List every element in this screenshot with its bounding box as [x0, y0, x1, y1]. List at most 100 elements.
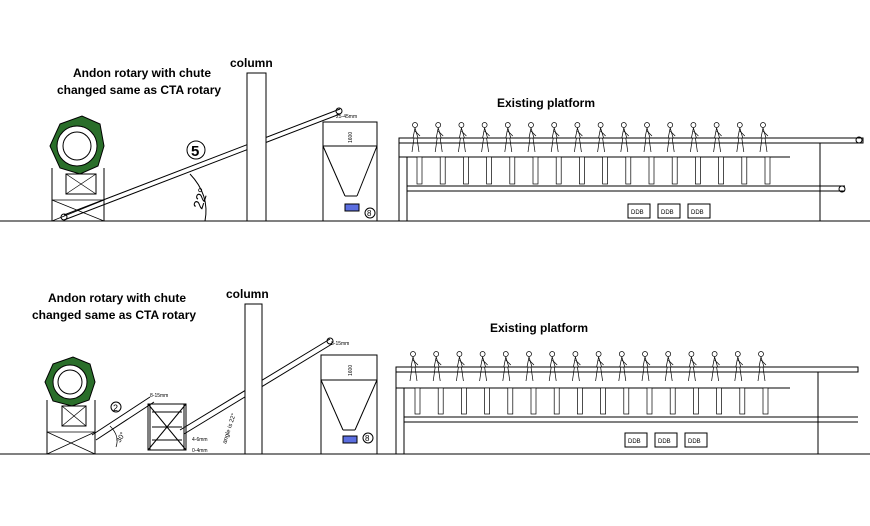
bottom-column-label: column	[226, 287, 269, 301]
worker-figure	[664, 351, 674, 382]
worker-figure	[597, 122, 606, 153]
bottom-angle-label: angle is 22°	[222, 412, 238, 444]
platform-post	[555, 156, 562, 185]
worker-figure	[734, 351, 744, 382]
bottom-conveyor-tag: 8-15mm	[331, 341, 349, 347]
platform-post	[716, 387, 722, 415]
platform-post	[764, 156, 771, 185]
platform-post	[625, 156, 632, 185]
bottom-rotary-label-2: changed same as CTA rotary	[32, 308, 196, 322]
platform-post	[579, 156, 585, 185]
platform-post	[623, 387, 630, 415]
platform-post	[693, 387, 699, 415]
platform-post	[739, 387, 746, 415]
platform-post	[600, 387, 606, 415]
top-angle-label: 22°	[190, 186, 212, 211]
top-angle-arc	[189, 173, 207, 222]
worker-figure	[481, 122, 490, 153]
worker-figure	[456, 351, 465, 382]
platform-post	[577, 387, 583, 415]
bottom-screen-frame: 8-15mm 4-6mm 0-4mm	[147, 393, 208, 454]
top-callout-number: 5	[191, 143, 199, 160]
bottom-conveyor-tag2: 8-15mm	[150, 393, 168, 399]
worker-figure	[504, 122, 514, 153]
worker-figure	[411, 122, 421, 153]
top-conveyor-tag: 25-45mm	[336, 114, 357, 120]
bottom-screen-dim2: 0-4mm	[192, 448, 208, 454]
platform-post	[646, 387, 653, 415]
bottom-platform-label: Existing platform	[490, 321, 588, 335]
worker-figure	[458, 122, 467, 153]
top-column-label: column	[230, 56, 273, 70]
platform-post	[416, 156, 423, 185]
worker-figure	[643, 122, 653, 153]
worker-figure	[713, 122, 722, 153]
bottom-rotary-drum	[44, 356, 96, 455]
worker-figure	[409, 351, 419, 382]
bottom-screen-dim1: 4-6mm	[192, 437, 208, 443]
bottom-column	[244, 303, 263, 455]
top-rotary-drum	[49, 115, 105, 222]
top-platform-label: Existing platform	[497, 96, 595, 110]
top-box-label: DDB	[691, 210, 704, 216]
top-callout-circle	[186, 140, 206, 160]
worker-figure	[757, 351, 767, 382]
bottom-box-label: DDB	[628, 439, 641, 445]
platform-post	[602, 156, 608, 185]
top-rotary-label-2: changed same as CTA rotary	[57, 83, 221, 97]
top-column	[246, 72, 267, 222]
worker-figure	[595, 351, 604, 382]
platform-post	[463, 156, 469, 185]
worker-figure	[759, 122, 769, 153]
platform-post	[509, 156, 516, 185]
platform-post	[671, 156, 678, 185]
worker-figure	[548, 351, 558, 382]
worker-figure	[688, 351, 697, 382]
platform-post	[762, 387, 769, 415]
platform-post	[718, 156, 724, 185]
top-elevation: Andon rotary with chute changed same as …	[0, 56, 870, 222]
worker-figure	[736, 122, 746, 153]
bottom-hopper-number: 8	[365, 434, 370, 443]
worker-figure	[711, 351, 720, 382]
top-box-label: DDB	[631, 210, 644, 216]
worker-figure	[574, 122, 583, 153]
worker-figure	[434, 122, 444, 153]
top-hopper-number: 8	[367, 209, 372, 218]
top-hopper: 1600 8	[322, 121, 378, 222]
top-conveyor: 25-45mm	[60, 107, 357, 221]
platform-post	[507, 387, 514, 415]
platform-post	[461, 387, 467, 415]
platform-post	[741, 156, 748, 185]
top-platform: DDB DDB DDB	[398, 122, 864, 221]
worker-figure	[690, 122, 699, 153]
worker-figure	[666, 122, 676, 153]
worker-figure	[550, 122, 560, 153]
platform-post	[530, 387, 537, 415]
platform-post	[437, 387, 444, 415]
platform-post	[439, 156, 446, 185]
platform-post	[414, 387, 421, 415]
top-hopper-dim: 1600	[348, 132, 354, 143]
top-rotary-label-1: Andon rotary with chute	[73, 66, 211, 80]
platform-post	[648, 156, 655, 185]
bottom-platform: DDB DDB DDB	[395, 351, 859, 454]
platform-post	[553, 387, 560, 415]
bottom-box-label: DDB	[688, 439, 701, 445]
top-box-label: DDB	[661, 210, 674, 216]
bottom-short-chute: 2 30°	[91, 396, 155, 448]
bottom-hopper: 1600 8	[320, 354, 378, 455]
worker-figure	[479, 351, 488, 382]
platform-post	[695, 156, 701, 185]
worker-figure	[620, 122, 630, 153]
worker-figure	[572, 351, 581, 382]
platform-post	[486, 156, 492, 185]
worker-figure	[525, 351, 535, 382]
platform-post	[484, 387, 490, 415]
worker-figure	[618, 351, 628, 382]
platform-post	[532, 156, 539, 185]
bottom-box-label: DDB	[658, 439, 671, 445]
bottom-callout-number: 2	[113, 403, 118, 413]
platform-post	[669, 387, 676, 415]
